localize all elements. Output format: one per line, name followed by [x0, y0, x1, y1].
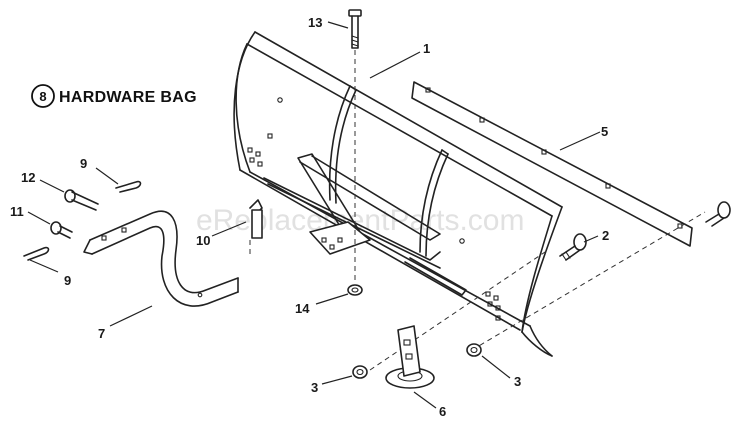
callout-12: 12	[21, 170, 35, 185]
nut-3-right-part	[466, 343, 482, 357]
bolt-11-part	[50, 221, 73, 239]
hardware-bag-title: HARDWARE BAG	[59, 89, 197, 106]
hardware-bag-circle	[31, 84, 55, 108]
bolt-13-part	[348, 9, 362, 49]
clip-9-bottom-part	[23, 246, 50, 261]
handle-part	[83, 210, 239, 307]
callout-9-top: 9	[80, 156, 87, 171]
callout-6: 6	[439, 404, 446, 419]
blade-part	[233, 31, 563, 357]
callout-11: 11	[10, 204, 24, 219]
callout-3-left: 3	[311, 380, 318, 395]
pin-12-part	[64, 189, 99, 211]
blade-bolt-holes-right	[485, 291, 501, 321]
push-frame	[263, 153, 467, 296]
callout-10: 10	[196, 233, 210, 248]
bolt-5-part	[705, 201, 731, 227]
skid-shoe-part	[385, 325, 435, 389]
hardware-bag-label: 8 HARDWARE BAG	[31, 84, 197, 108]
callout-5: 5	[601, 124, 608, 139]
callout-1: 1	[423, 41, 430, 56]
callout-2: 2	[602, 228, 609, 243]
callouts: 1 2 3 3 5 6 7 9 9 10 11 12 13 14	[10, 15, 609, 419]
assembly-lines	[249, 50, 706, 371]
callout-14: 14	[295, 301, 310, 316]
callout-13: 13	[308, 15, 322, 30]
cutting-edge-part	[411, 81, 693, 247]
callout-7: 7	[98, 326, 105, 341]
pin-10-part	[249, 199, 263, 239]
nut-3-left-part	[352, 365, 368, 379]
callout-9-bottom: 9	[64, 273, 71, 288]
bolt-2-part	[559, 233, 587, 261]
hardware-bag-number: 8	[39, 89, 46, 104]
clip-9-top-part	[115, 180, 142, 193]
callout-3-right: 3	[514, 374, 521, 389]
blade-bolt-holes-left	[247, 133, 273, 167]
leader-lines	[27, 21, 601, 409]
nut-14-part	[347, 284, 363, 296]
